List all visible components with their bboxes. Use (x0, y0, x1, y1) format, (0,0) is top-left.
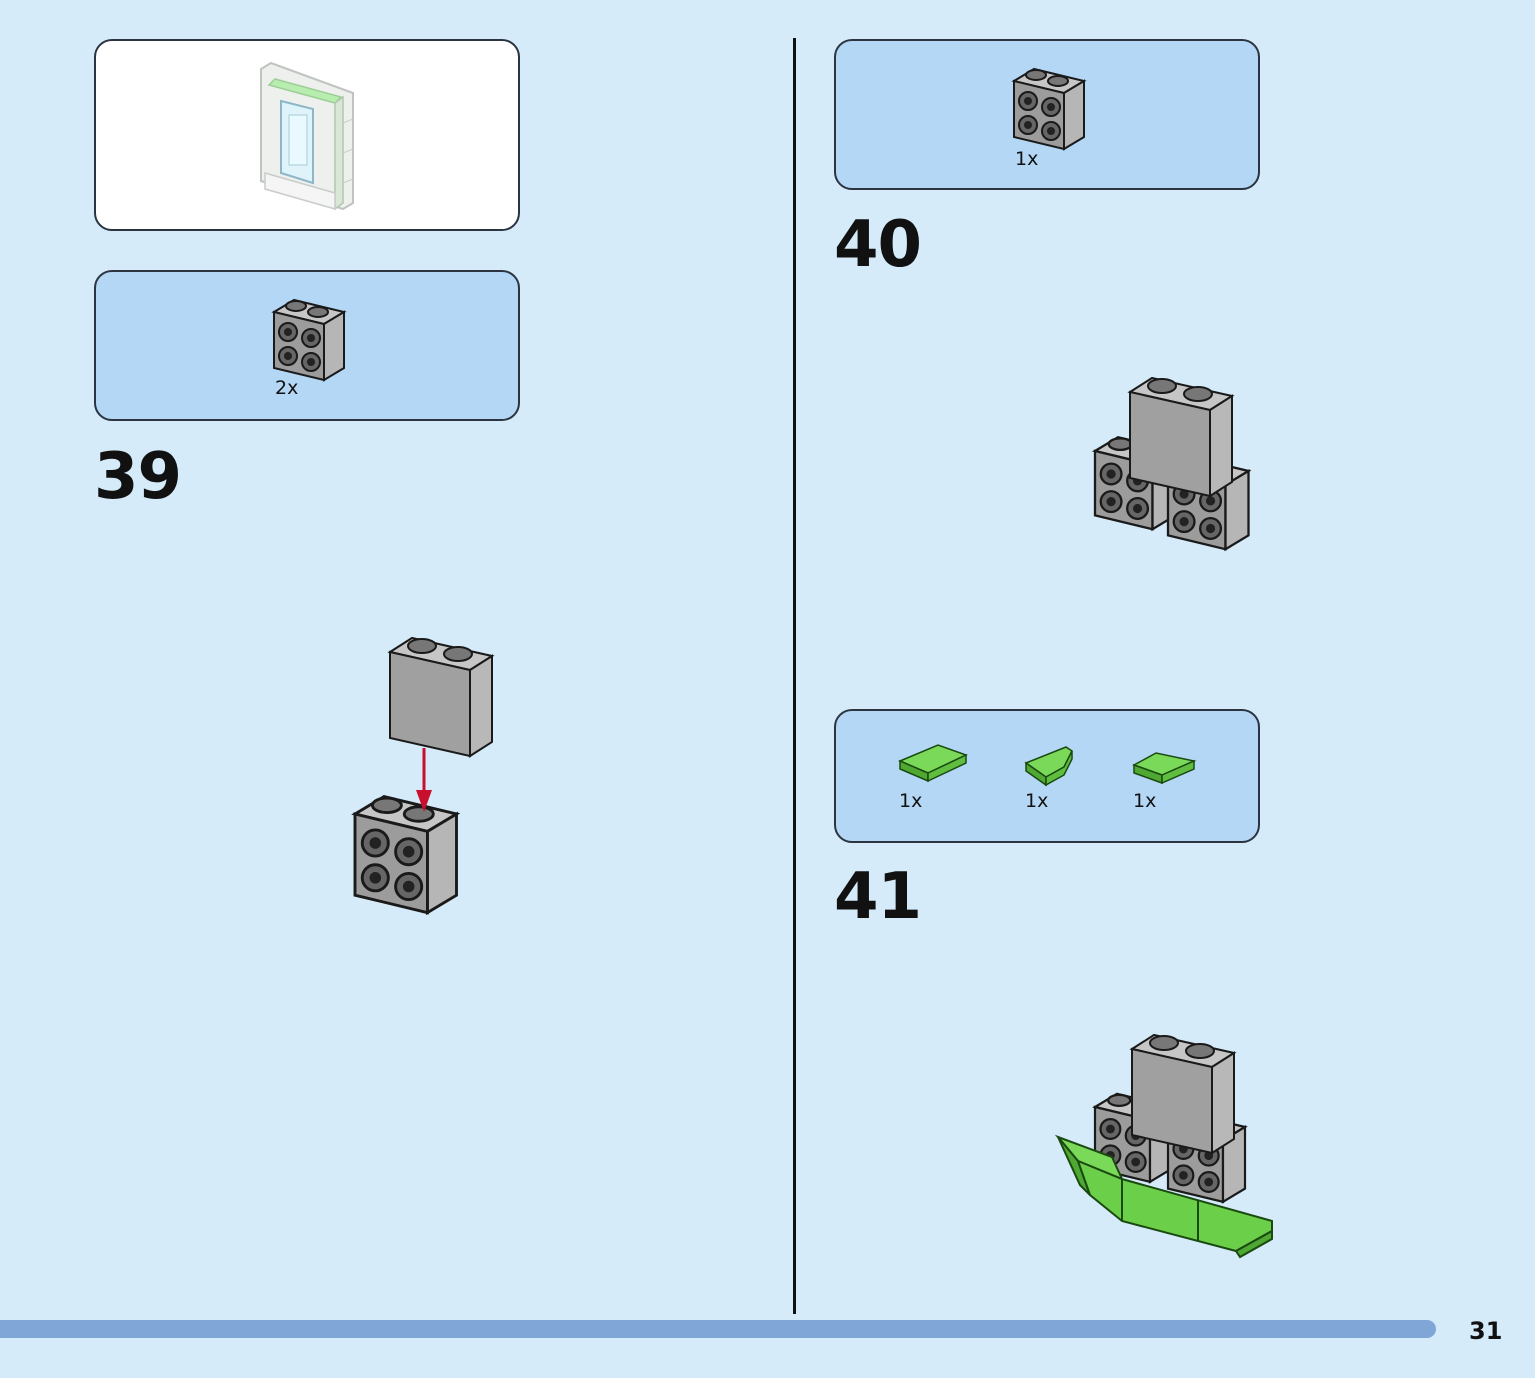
progress-bar (0, 1320, 1436, 1338)
step-41-build-illustration (1054, 1034, 1273, 1259)
part-quantity: 2x (275, 377, 299, 399)
parts-list-step-41: 1x 1x 1x (834, 709, 1260, 843)
subassembly-callout (94, 39, 520, 231)
parts-list-step-40: 1x (834, 39, 1260, 190)
window-wall-assembly-icon (260, 61, 354, 211)
part-quantity: 1x (1025, 790, 1049, 812)
step-number-39: 39 (94, 440, 182, 514)
step-number-41: 41 (834, 860, 922, 934)
parts-list-step-39: 2x (94, 270, 520, 421)
grey-brick-2x2-side-studs-icon (273, 299, 345, 381)
green-wedge-tile-left-icon (1024, 746, 1073, 787)
green-tile-icon (898, 744, 968, 783)
step-number-40: 40 (834, 208, 922, 282)
part-quantity: 1x (1133, 790, 1157, 812)
column-divider (793, 38, 796, 1314)
step-40-build-illustration (1093, 377, 1250, 551)
grey-brick-2x2-side-studs-icon (1013, 68, 1085, 150)
part-quantity: 1x (899, 790, 923, 812)
part-quantity: 1x (1015, 148, 1039, 170)
green-wedge-tile-right-icon (1132, 752, 1197, 785)
page-number: 31 (1469, 1317, 1503, 1345)
step-39-build-illustration (353, 637, 493, 915)
